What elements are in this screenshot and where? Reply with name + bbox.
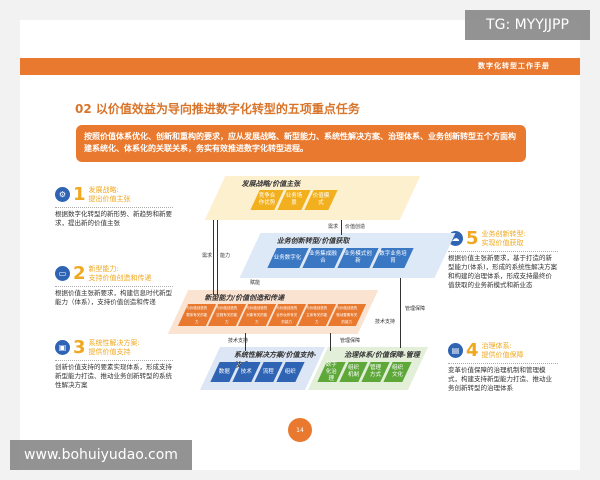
- connector-line: [217, 220, 218, 295]
- connector-line: [330, 333, 331, 351]
- item-desc: 根据价值主张新要求，基于打造的新型能力(体系)，形成的系统性解决方案和构建的治理…: [448, 254, 558, 289]
- item-desc: 根据价值主张新要求，构建信息时代新型能力（体系），支持价值创造和传递: [55, 289, 172, 306]
- diagram-box-label: 组织文化: [391, 365, 403, 378]
- page-number: 14: [288, 418, 312, 442]
- arrow-label: 需求: [328, 224, 339, 230]
- connector-line: [213, 220, 214, 295]
- arrow-label: 管理保障: [405, 306, 426, 312]
- gear-icon: ⚙: [55, 187, 70, 202]
- diagram-box-label: 业务数字化: [274, 254, 302, 261]
- page-title: 02 以价值效益为导向推进数字化转型的五项重点任务: [75, 102, 360, 116]
- diagram-box-label: 数字业务培育: [379, 251, 407, 264]
- governance-icon: ▤: [448, 343, 463, 358]
- diagram-box-label: 组织机制: [347, 365, 359, 378]
- diagram-box-label: 与价值创造的驱动要素有关的能力: [336, 305, 358, 324]
- diagram-box-label: 价值模式: [312, 193, 330, 206]
- diagram-box-label: 技术: [240, 368, 252, 375]
- diagram-box-label: 管理方式: [369, 365, 381, 378]
- arrow-label: 技术支持: [375, 319, 396, 325]
- arrow-label: 价值创造: [345, 224, 366, 230]
- diagram-box-capability: 与价值创造的驱动要素有关的能力: [327, 304, 367, 326]
- diagram-box-label: 与价值创造的载体有关的能力: [186, 305, 208, 324]
- folder-icon: ▭: [55, 266, 70, 281]
- watermark-top: TG: MYYJJPP: [465, 10, 590, 40]
- intro-box: 按照价值体系优化、创新和重构的要求，应从发展战略、新型能力、系统性解决方案、治理…: [76, 125, 526, 162]
- watermark-bottom: www.bohuiyudao.com: [10, 440, 192, 470]
- item-desc: 变革价值保障的治理机制和管理模式，构建支持新型能力打造、推动业务创新转型的治理体…: [448, 366, 552, 392]
- diagram-box-label: 与价值创造的合作伙伴有关的能力: [276, 305, 298, 324]
- diagram-box-label: 竞争合作优势: [258, 193, 276, 206]
- diagram-box-label: 与价值创造的过程有关的能力: [216, 305, 238, 324]
- diagram-box-label: 与价值创造的主体有关的能力: [306, 305, 328, 324]
- item-desc: 根据数字化转型的新形势、新趋势和新要求，提出新的价值主张: [55, 210, 172, 227]
- arrow-label: 能力: [220, 253, 231, 259]
- item-desc: 创新价值支持的要素实现体系，形成支持新型能力打造、推动业务创新转型的系统性解决方…: [55, 363, 172, 389]
- manual-title: 数字化转型工作手册: [478, 62, 550, 70]
- arrow-label: 管理保障: [340, 338, 361, 344]
- connector-line: [245, 333, 246, 351]
- header-band: 数字化转型工作手册: [20, 58, 580, 75]
- diagram-box-label: 数据: [218, 368, 230, 375]
- arrow-label: 需求: [202, 253, 213, 259]
- diagram-box-label: 业务集成融合: [309, 251, 337, 264]
- diagram-box-label: 与价值创造的对象有关的能力: [246, 305, 268, 324]
- arrow-label: 赋能: [250, 280, 261, 286]
- connector-line: [400, 278, 401, 348]
- diagram-box-label: 流程: [262, 368, 274, 375]
- diagram-box-label: 数字化治理: [325, 361, 337, 382]
- solution-icon: ▣: [55, 340, 70, 355]
- diagram-box-label: 业务模式创新: [344, 251, 372, 264]
- diagram-box-label: 组织: [284, 368, 296, 375]
- connector-line: [341, 220, 342, 235]
- diagram-box-label: 业务场景: [285, 193, 303, 206]
- arrow-label: 技术支持: [228, 338, 249, 344]
